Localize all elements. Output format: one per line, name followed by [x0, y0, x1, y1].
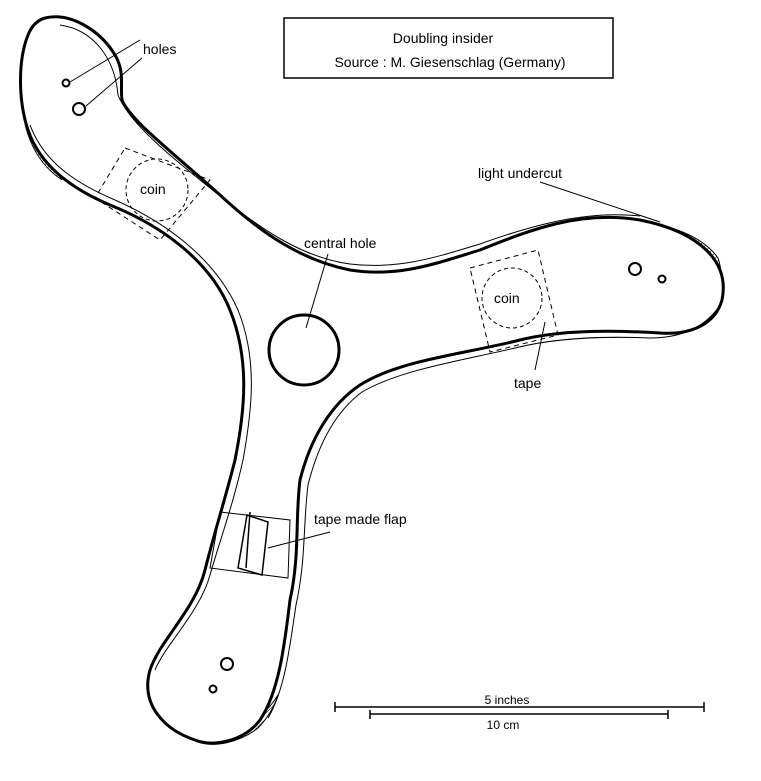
tape-flap	[237, 514, 269, 576]
hole-left-large	[72, 102, 86, 116]
label-light-undercut: light undercut	[478, 165, 562, 181]
tape-zone-left	[94, 147, 211, 241]
label-coin-right: coin	[494, 290, 520, 306]
label-holes: holes	[143, 41, 176, 57]
bevel-line-lower	[29, 124, 252, 671]
coin-left-outline	[125, 158, 189, 222]
leader-light-undercut	[539, 181, 661, 223]
hole-left-small	[61, 78, 71, 88]
tape-zone-right	[469, 249, 559, 353]
hole-right-small	[657, 274, 667, 284]
bevel-line-upper	[59, 24, 641, 266]
central-hole	[267, 313, 341, 387]
leader-central-hole	[305, 253, 329, 329]
title-line-1: Doubling insider	[393, 30, 494, 46]
scale-bar: 5 inches 10 cm	[334, 693, 705, 732]
tape-flap-band	[209, 511, 291, 579]
title-line-2: Source : M. Giesenschlag (Germany)	[334, 54, 565, 70]
leader-tape-flap	[267, 531, 331, 549]
boomerang-outline	[19, 15, 725, 745]
label-coin-left: coin	[140, 181, 166, 197]
hole-bottom-small	[208, 684, 218, 694]
leader-tape	[534, 321, 546, 371]
hole-right-large	[628, 262, 642, 276]
leader-holes-2	[85, 57, 143, 107]
bevel-line-right	[267, 304, 721, 719]
label-tape: tape	[514, 375, 541, 391]
scale-inches-label: 5 inches	[485, 693, 530, 707]
hole-bottom-large	[220, 657, 234, 671]
label-tape-flap: tape made flap	[314, 511, 407, 527]
title-box: Doubling insider Source : M. Giesenschla…	[283, 17, 614, 79]
label-central-hole: central hole	[304, 235, 377, 251]
scale-cm-label: 10 cm	[487, 718, 520, 732]
leader-holes-1	[69, 39, 141, 83]
tape-flap-fold	[245, 511, 251, 569]
coin-right-outline	[481, 267, 543, 329]
